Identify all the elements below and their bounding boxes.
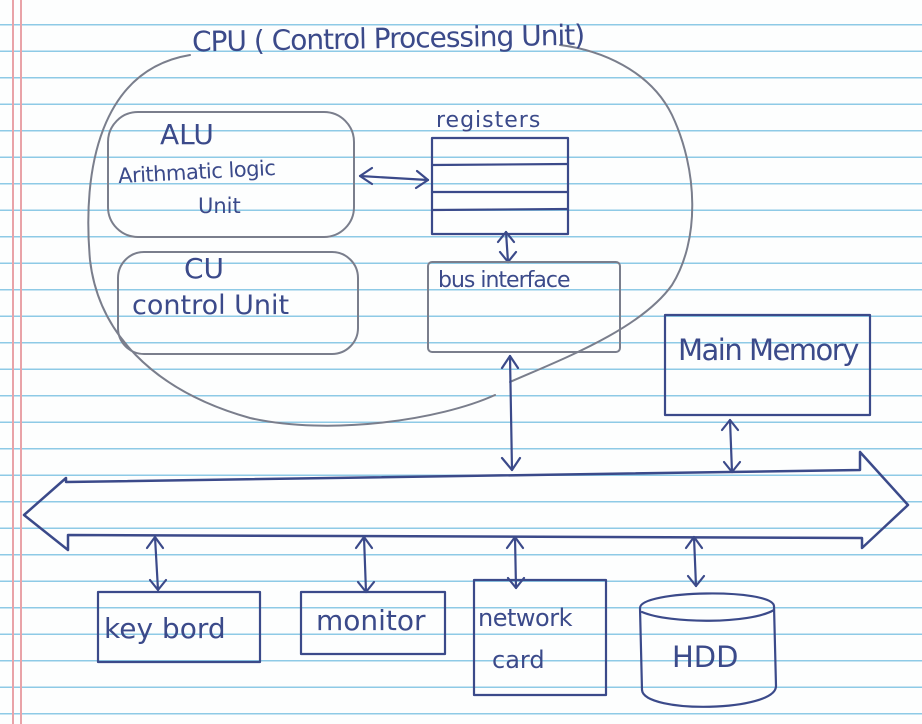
alu-title: ALU	[160, 118, 214, 151]
margin-line-right	[20, 0, 22, 724]
network-card-label-line1: network	[478, 604, 572, 632]
main-memory-label: Main Memory	[678, 333, 859, 367]
cpu-title: CPU ( Control Processing Unit)	[191, 18, 585, 59]
bus-interface-label: bus interface	[438, 268, 570, 293]
bus-interface-system-bus-arrow	[500, 354, 522, 472]
alu-subtitle-line2: Unit	[198, 194, 241, 218]
cu-box	[117, 251, 359, 355]
hdd-label: HDD	[672, 640, 739, 674]
network-card-label-line2: card	[492, 646, 545, 674]
registers-label: registers	[436, 108, 542, 133]
registers-bus-interface-arrow	[496, 230, 518, 264]
keyboard-bus-arrow	[145, 535, 168, 592]
keyboard-label: key bord	[104, 612, 226, 645]
system-bus-arrow	[22, 450, 910, 552]
monitor-label: monitor	[316, 604, 426, 637]
main-memory-system-bus-arrow	[720, 418, 742, 474]
keyboard-box	[96, 590, 262, 664]
cpu-outline	[87, 44, 694, 427]
cu-subtitle: control Unit	[132, 290, 290, 321]
monitor-box	[299, 590, 447, 656]
margin-line-left	[12, 0, 14, 724]
alu-box	[107, 111, 355, 238]
monitor-bus-arrow	[354, 535, 376, 594]
hdd-cylinder	[638, 592, 778, 708]
main-memory-box	[663, 313, 872, 417]
registers-stack	[430, 136, 570, 236]
hdd-bus-arrow	[684, 535, 706, 588]
network-card-box	[472, 578, 608, 697]
cu-title: CU	[184, 252, 225, 285]
alu-registers-arrow	[358, 166, 430, 190]
bus-interface-box	[427, 261, 621, 353]
